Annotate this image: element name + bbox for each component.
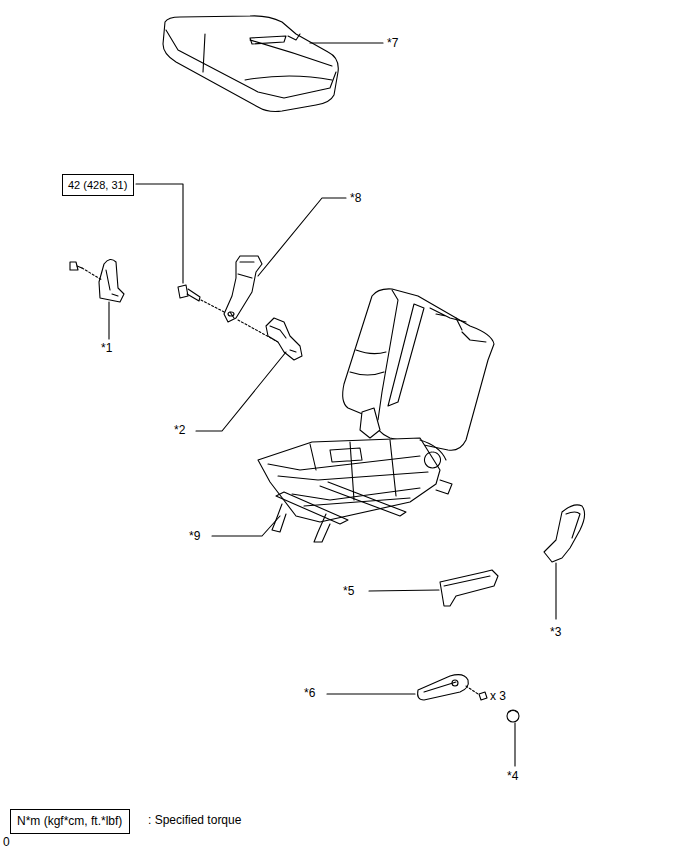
callout-number: *5 bbox=[342, 584, 355, 598]
leader-line bbox=[369, 590, 439, 591]
callout-number: *6 bbox=[303, 686, 316, 700]
seat-belt-webbing bbox=[388, 304, 424, 406]
seat-frame bbox=[258, 438, 440, 522]
callout-number: *3 bbox=[549, 625, 562, 639]
seat-rail bbox=[320, 482, 406, 516]
handle-hole bbox=[452, 680, 458, 686]
dashed-line bbox=[82, 268, 102, 280]
handle bbox=[327, 675, 519, 766]
cushion-seam bbox=[250, 36, 286, 44]
callout-number: *2 bbox=[173, 423, 186, 437]
handle-shape bbox=[418, 675, 469, 700]
buckle-detail bbox=[270, 326, 296, 352]
leader-line bbox=[108, 302, 109, 339]
cover-shape bbox=[544, 505, 585, 562]
cap-detail bbox=[509, 711, 517, 713]
leader-line bbox=[310, 42, 383, 43]
frame-detail bbox=[310, 440, 396, 500]
seat-rail bbox=[276, 492, 348, 524]
callout-number: *1 bbox=[100, 341, 113, 355]
seatback-seam bbox=[350, 350, 386, 375]
frame-detail bbox=[420, 440, 452, 494]
callout-number: *8 bbox=[349, 191, 362, 205]
handle-detail bbox=[424, 682, 456, 692]
seat-cushion bbox=[163, 16, 338, 112]
dashed-line bbox=[466, 686, 478, 694]
leader-line bbox=[258, 198, 346, 276]
cushion-seam bbox=[288, 34, 300, 40]
callout-number: *7 bbox=[386, 36, 399, 50]
leader-line bbox=[514, 723, 515, 766]
leader-line bbox=[555, 563, 556, 619]
screw bbox=[479, 692, 487, 700]
bracket-detail bbox=[106, 270, 118, 296]
box-text: N*m (kgf*cm, ft.*lbf) bbox=[17, 814, 123, 829]
cushion-seam bbox=[203, 34, 205, 72]
belt-retractor bbox=[360, 408, 380, 438]
buckle bbox=[196, 318, 302, 431]
leader-line bbox=[136, 184, 183, 283]
seat-belt bbox=[224, 198, 346, 322]
box-text: 42 (428, 31) bbox=[68, 178, 128, 192]
seat-leg bbox=[272, 504, 330, 542]
cushion-outline bbox=[163, 16, 338, 112]
belt-detail bbox=[230, 262, 254, 318]
belt-hole bbox=[228, 312, 234, 316]
screw-shank bbox=[77, 266, 82, 268]
cover-detail bbox=[444, 576, 490, 586]
legend-text: : Specified torque bbox=[147, 813, 242, 827]
seatback-seam bbox=[456, 318, 486, 342]
quantity-note: x 3 bbox=[489, 689, 507, 703]
cap bbox=[507, 710, 519, 722]
seat-assembly bbox=[212, 289, 494, 542]
cushion-seam bbox=[245, 76, 332, 80]
leader-line bbox=[196, 352, 286, 431]
torque-box: 42 (428, 31) bbox=[62, 174, 134, 196]
bracket bbox=[70, 259, 124, 339]
hinge-cover bbox=[544, 505, 585, 619]
bolt-head bbox=[178, 285, 188, 298]
seatback bbox=[343, 289, 494, 450]
bracket-shape bbox=[99, 259, 124, 302]
bolt bbox=[136, 184, 300, 354]
cover-detail bbox=[566, 512, 580, 538]
callout-number: *4 bbox=[506, 769, 519, 783]
legend-box: N*m (kgf*cm, ft.*lbf) bbox=[10, 809, 130, 834]
callout-number: *9 bbox=[188, 529, 201, 543]
headrest bbox=[430, 308, 466, 322]
leader-line bbox=[212, 516, 280, 536]
leader-line bbox=[327, 693, 415, 694]
belt-webbing bbox=[224, 256, 262, 322]
cover-shape bbox=[440, 570, 498, 606]
cushion-seam bbox=[166, 30, 336, 98]
bolt-shank bbox=[187, 289, 200, 301]
side-cover bbox=[369, 570, 498, 606]
figure-id: 0 bbox=[2, 835, 11, 849]
frame-detail bbox=[268, 456, 428, 506]
